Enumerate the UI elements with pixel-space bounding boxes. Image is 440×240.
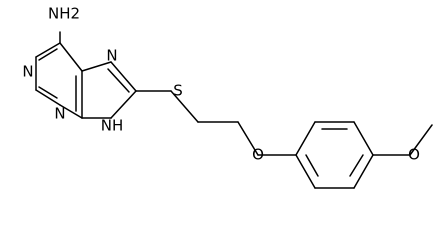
bond-c5-c6 xyxy=(59,42,83,72)
structure-canvas: NH2 N N N NH S O O xyxy=(22,4,433,189)
bond-c6-n1-double xyxy=(38,48,58,61)
atom-label-nh2: NH2 xyxy=(48,5,80,23)
atom-label-n3: N xyxy=(54,105,65,123)
atom-label-o-ether: O xyxy=(252,146,264,164)
bond-n3-c4 xyxy=(59,104,83,119)
bond-c2-n3-double xyxy=(38,86,58,99)
bond-ring-inner-3 xyxy=(305,154,319,177)
bond-ring-inner-2 xyxy=(349,154,364,177)
bond-ch2b-o xyxy=(237,121,259,156)
bond-ring-4 xyxy=(353,154,374,189)
bond-o-ch3 xyxy=(409,124,433,156)
bond-c8-n9 xyxy=(110,90,137,119)
atom-label-n7: N xyxy=(106,47,117,65)
atom-label-n1: N xyxy=(22,63,33,81)
bond-ring-6 xyxy=(295,154,316,189)
bond-ring-1 xyxy=(295,121,316,156)
atom-label-n9h: NH xyxy=(101,117,124,135)
bond-c5-n7 xyxy=(81,61,112,72)
bond-s-ch2a xyxy=(170,90,199,123)
atom-label-o-methoxy: O xyxy=(408,146,420,164)
atom-label-s: S xyxy=(173,82,183,100)
bond-n7-c8-double xyxy=(107,68,130,93)
bond-c2-n3 xyxy=(35,89,61,106)
bond-ring-3 xyxy=(353,121,374,156)
bond-c6-n1 xyxy=(35,42,61,58)
bond-n7-c8 xyxy=(110,61,137,92)
molecule-diagram: NH2 N N N NH S O O xyxy=(22,5,433,189)
